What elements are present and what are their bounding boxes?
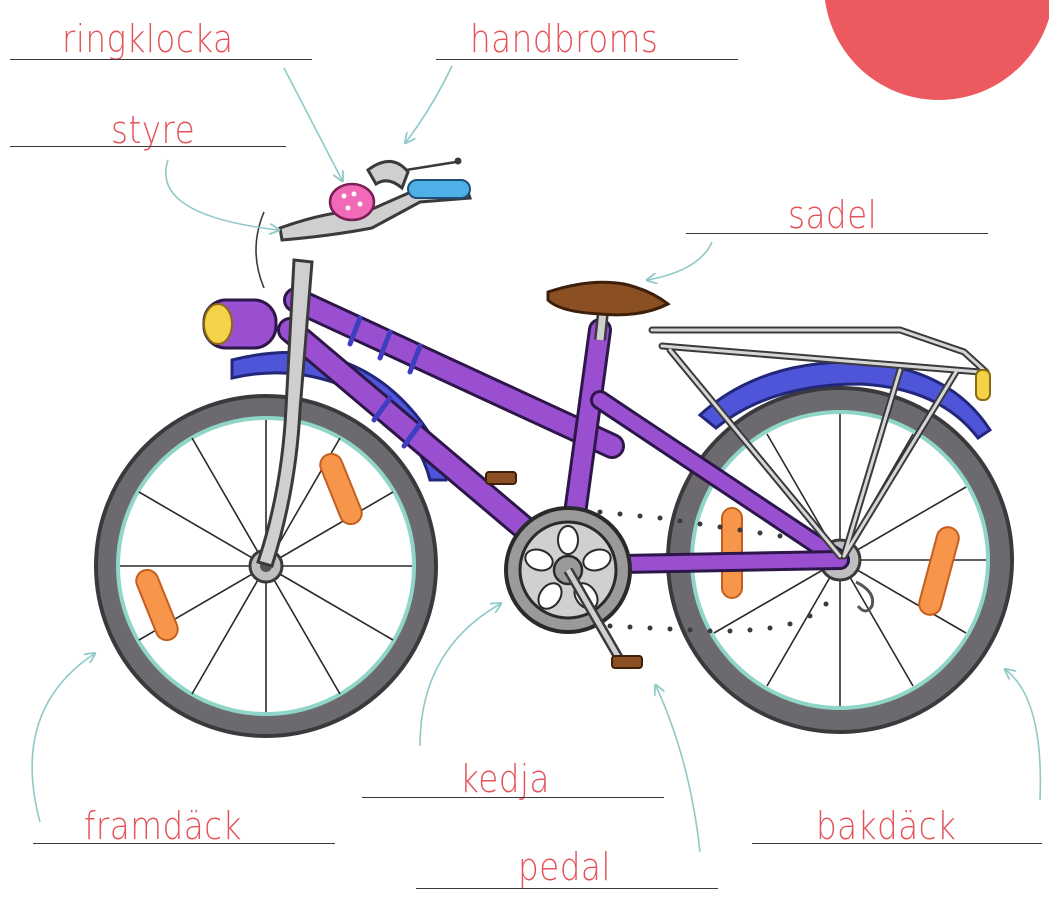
headlight — [204, 300, 276, 348]
label-styre: styre — [111, 111, 195, 149]
label-handbroms: handbroms — [470, 20, 658, 58]
underline-sadel[interactable] — [686, 233, 988, 234]
underline-ringklocka[interactable] — [10, 59, 312, 60]
label-pedal: pedal — [518, 848, 611, 886]
rear-reflector — [976, 370, 990, 400]
underline-framdack[interactable] — [33, 843, 335, 844]
label-framdack: framdäck — [84, 807, 242, 845]
front-wheel — [96, 396, 436, 736]
label-ringklocka: ringklocka — [62, 20, 233, 58]
underline-kedja[interactable] — [362, 797, 664, 798]
underline-bakdack[interactable] — [752, 843, 1042, 844]
underline-styre[interactable] — [10, 146, 286, 147]
underline-pedal[interactable] — [416, 888, 718, 889]
underline-handbroms[interactable] — [436, 59, 738, 60]
handlebar — [256, 158, 470, 289]
label-kedja: kedja — [460, 760, 550, 798]
label-bakdack: bakdäck — [816, 807, 956, 845]
label-sadel: sadel — [788, 196, 877, 234]
